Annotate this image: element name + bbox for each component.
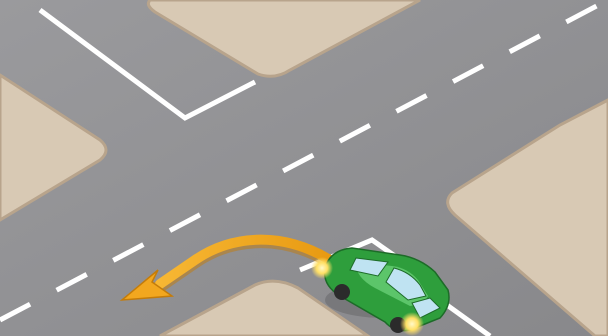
headlight-glow [311,257,333,279]
front-wheel [334,284,350,300]
tail-signal-glow [400,312,424,336]
